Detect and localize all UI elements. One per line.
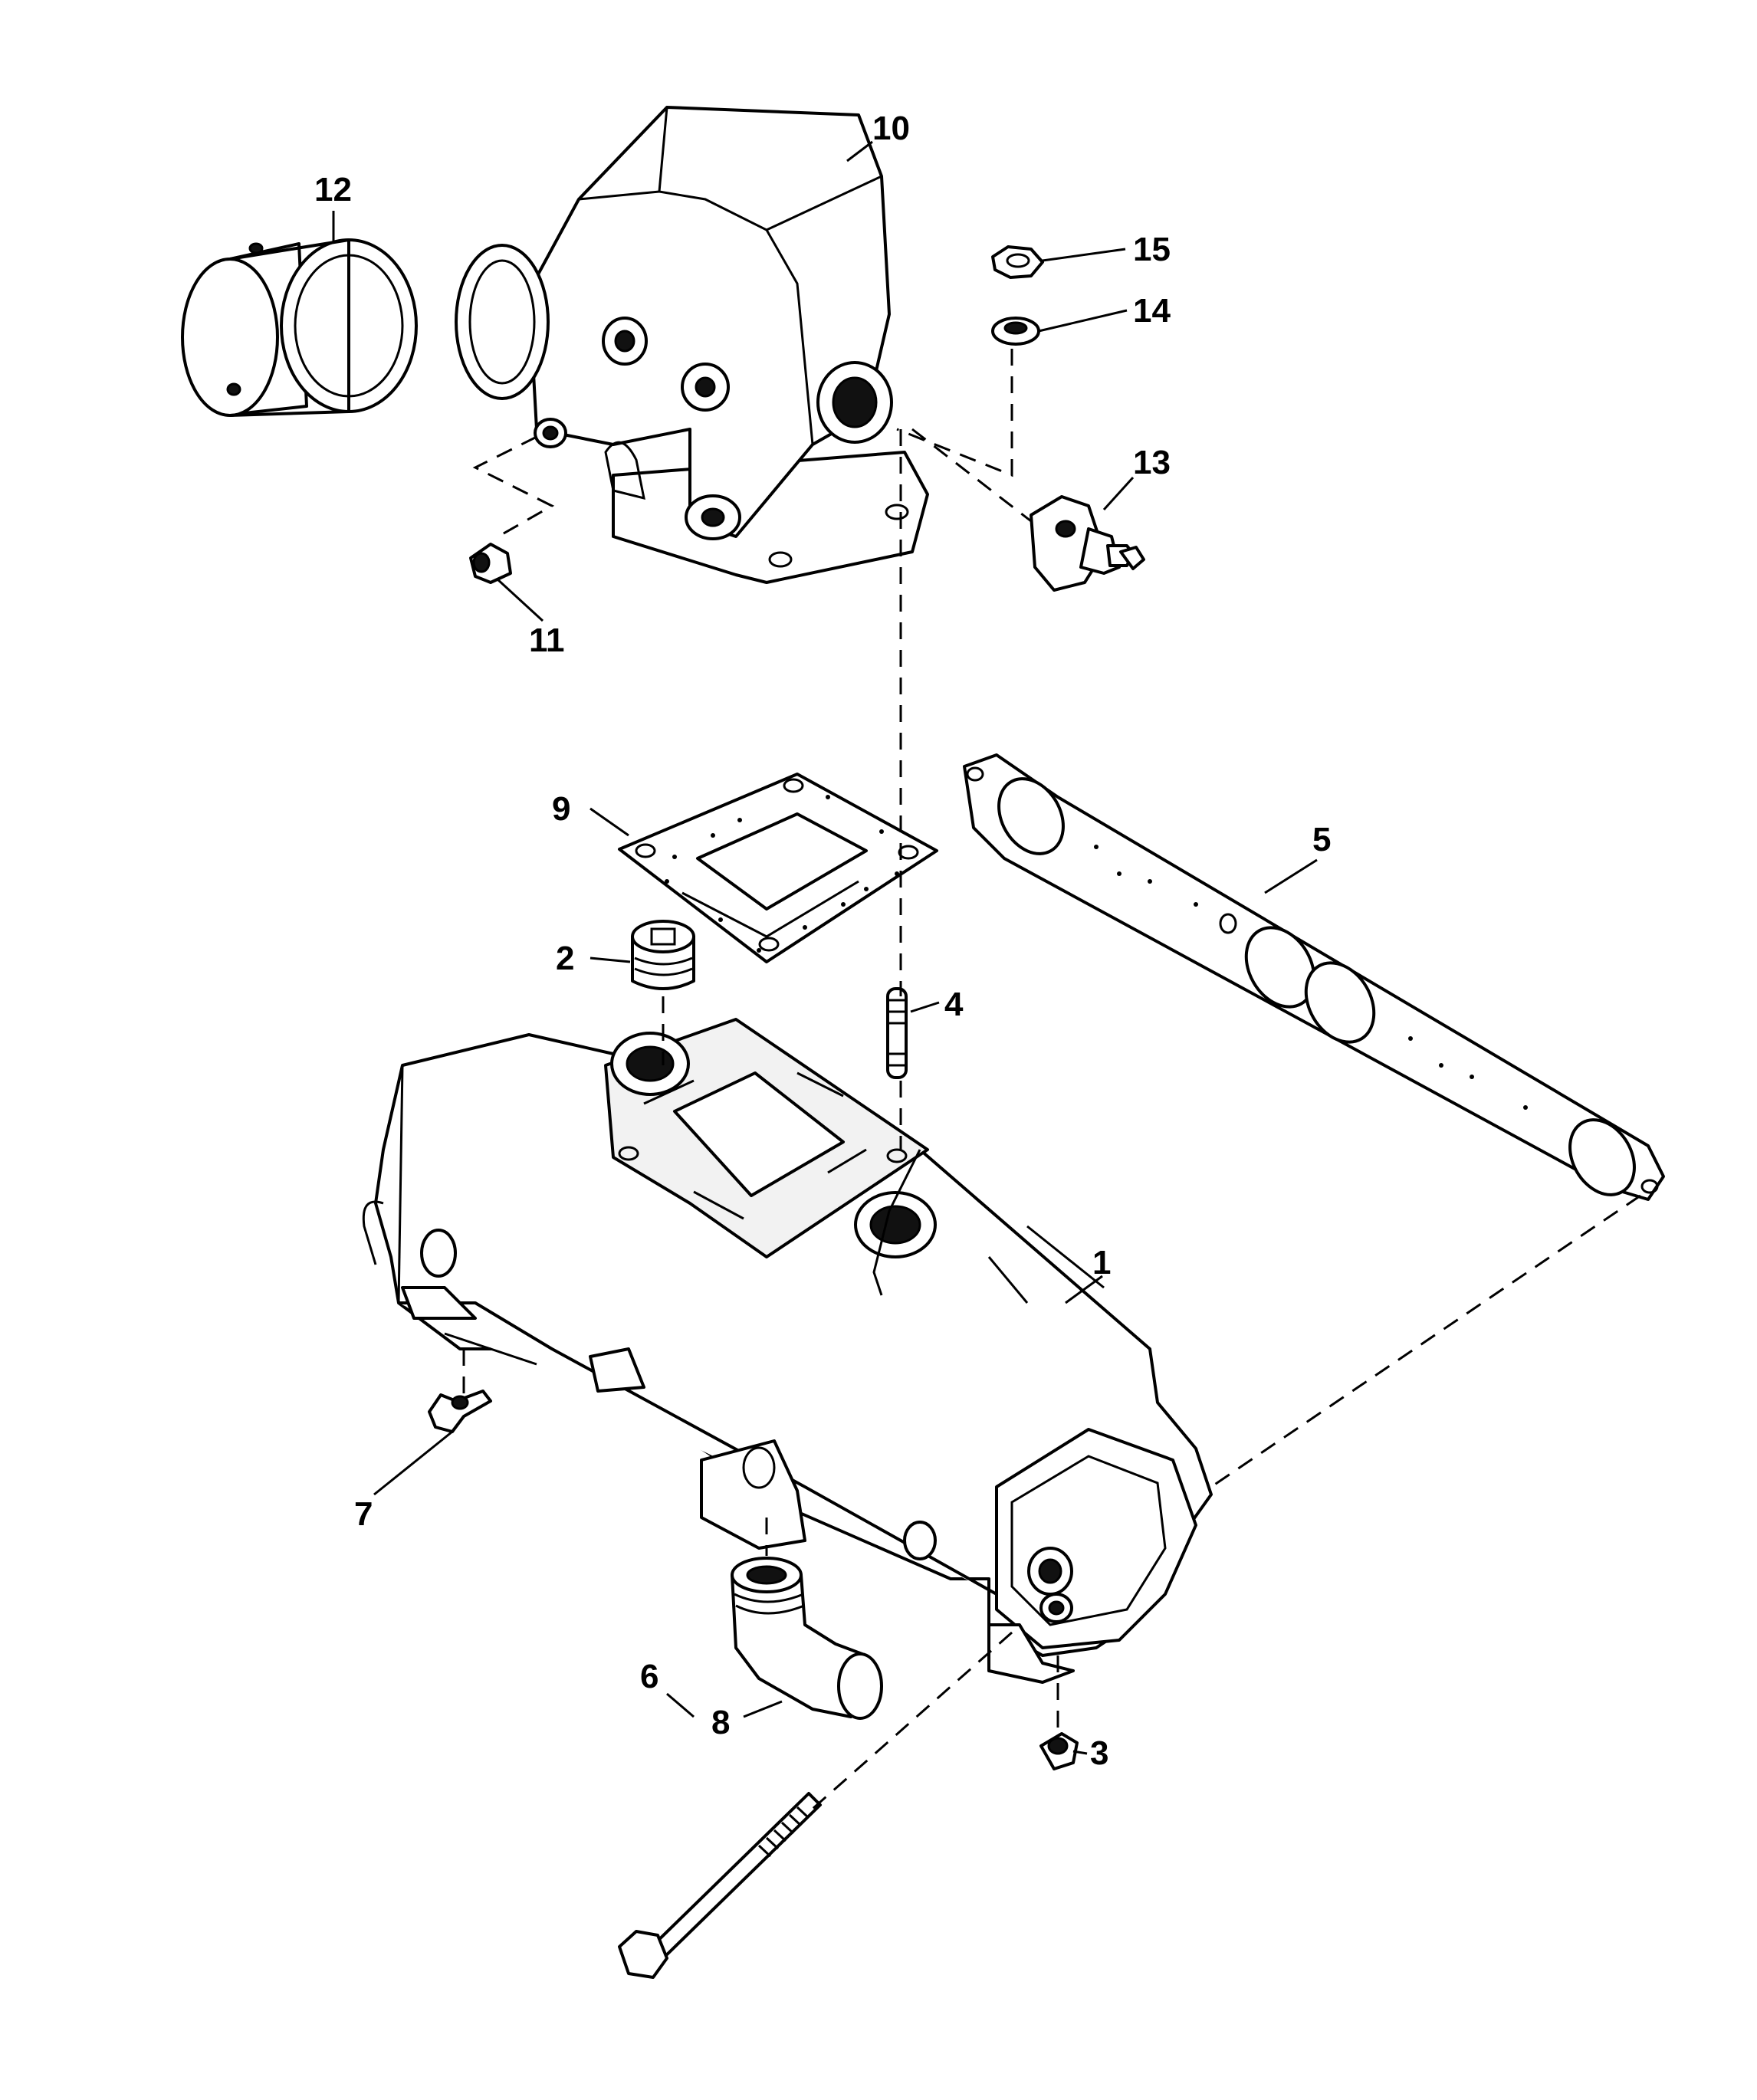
callout-1: 1: [1092, 1244, 1111, 1281]
part-11-plug: [469, 543, 512, 584]
part-5-exhaust-gasket: [963, 753, 1665, 1201]
part-14-washer: [991, 317, 1040, 346]
part-10-exhaust-elbow: [455, 106, 929, 584]
part-2-pipe-plug: [631, 920, 695, 990]
part-3-pipe-plug: [1039, 1732, 1079, 1770]
callout-5: 5: [1312, 821, 1331, 858]
part-8-elbow-fitting: [731, 1557, 883, 1720]
part-4-stud: [886, 987, 908, 1079]
callout-11: 11: [529, 622, 565, 659]
callout-9: 9: [552, 790, 570, 828]
callout-labels: 1 2 3 4 5 6 7 8 9 10 11 12 13 14 15: [314, 110, 1331, 1772]
callout-15: 15: [1133, 231, 1171, 268]
callout-12: 12: [314, 171, 352, 208]
leader-lines: [332, 140, 1318, 1755]
part-6-bolt: [618, 1792, 822, 1979]
part-15-nut: [991, 245, 1044, 279]
callout-13: 13: [1133, 444, 1171, 481]
callout-2: 2: [556, 940, 574, 977]
part-13-fitting: [1030, 495, 1145, 592]
callout-14: 14: [1133, 292, 1171, 330]
assembly-lines: [462, 349, 1641, 1810]
callout-4: 4: [944, 986, 964, 1023]
part-1-exhaust-manifold: [362, 1018, 1213, 1684]
part-12-sleeve: [181, 238, 418, 417]
callout-6: 6: [640, 1658, 658, 1695]
part-9-gasket: [618, 773, 938, 963]
callout-3: 3: [1090, 1734, 1108, 1772]
callout-10: 10: [872, 110, 910, 147]
callout-7: 7: [354, 1495, 373, 1533]
callout-8: 8: [711, 1704, 730, 1741]
part-7-clip: [428, 1390, 492, 1433]
